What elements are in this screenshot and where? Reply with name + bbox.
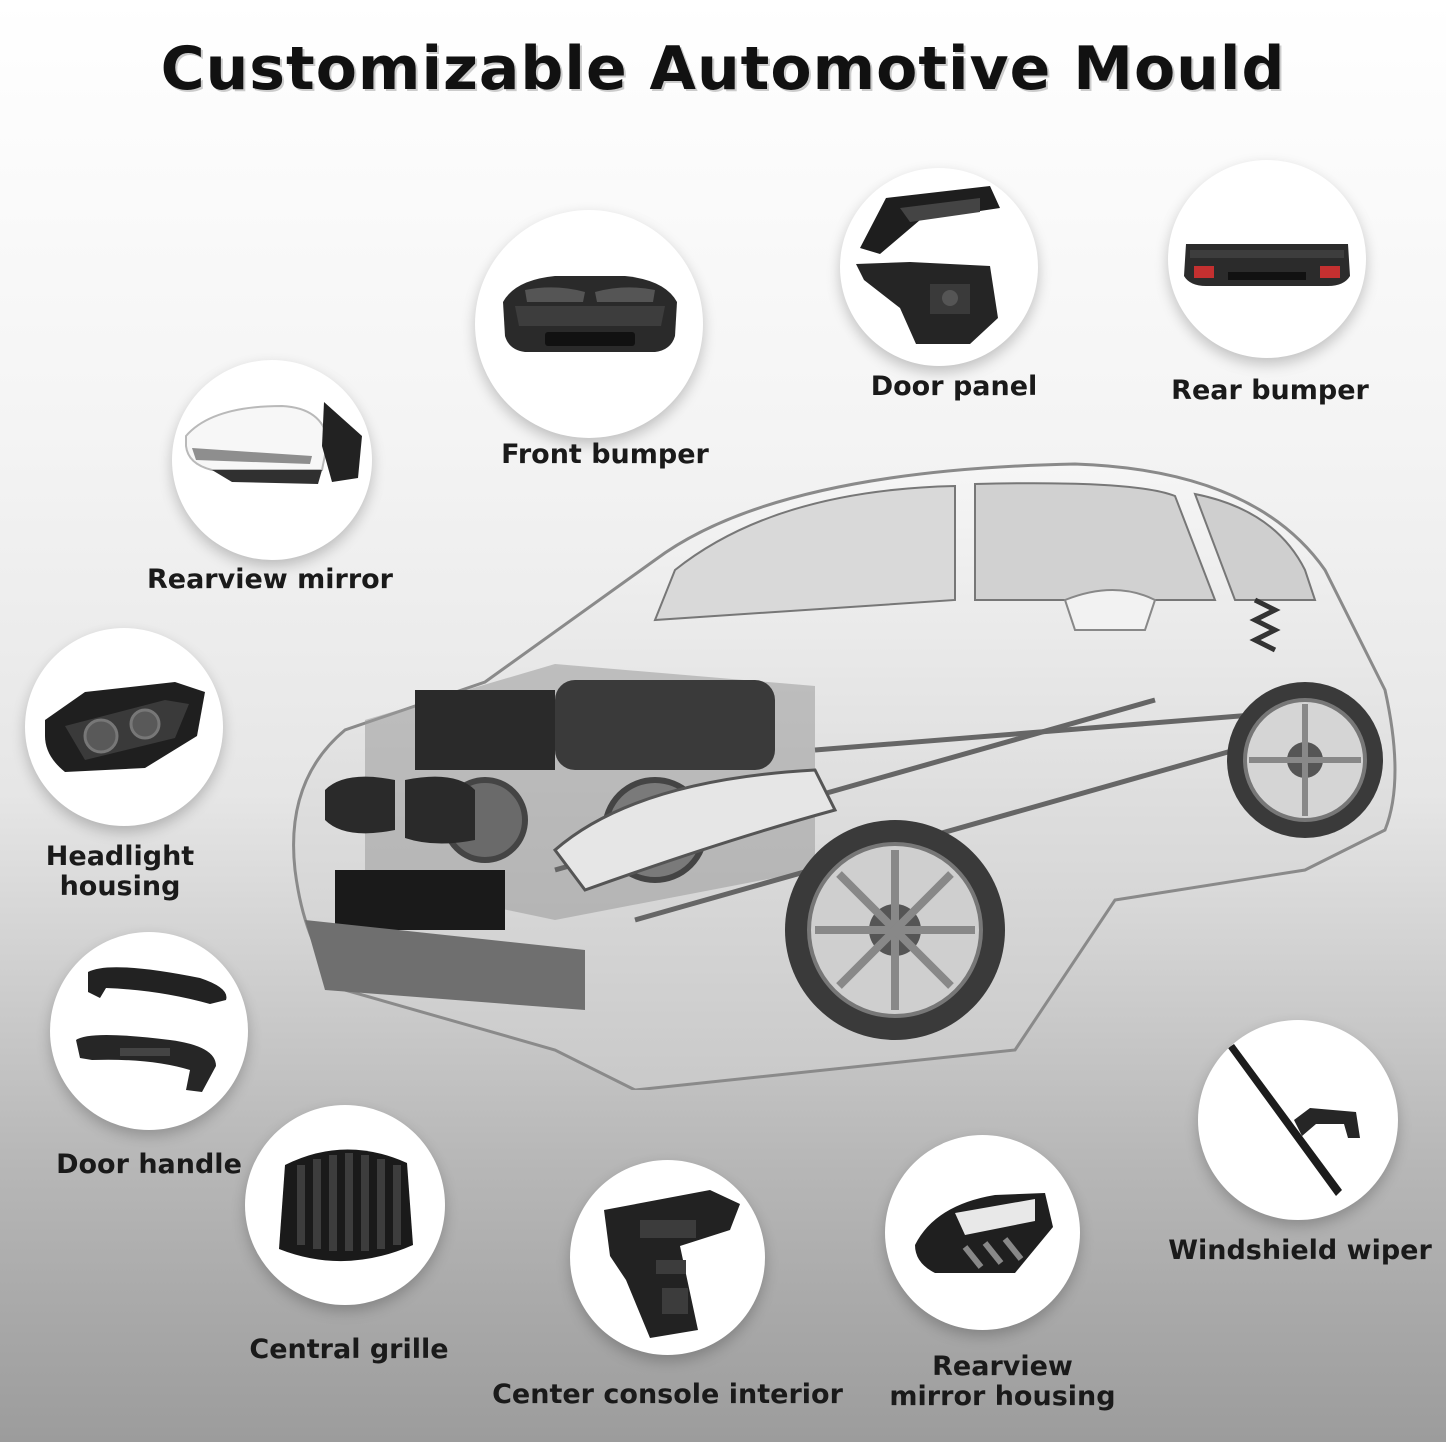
mirror-housing-line-1: Rearview [932,1351,1073,1382]
mirror-housing-icon [885,1135,1080,1330]
rear-bumper-label: Rear bumper [1171,375,1369,406]
door-panel-icon [840,168,1038,366]
center-console-icon [570,1160,765,1355]
mirror-housing-label: Rearview mirror housing [870,1352,1135,1412]
headlight-housing-label: Headlight housing [20,842,220,902]
central-grille-label: Central grille [249,1334,449,1365]
page-title: Customizable Automotive Mould [160,34,1286,104]
door-handle-icon [50,932,248,1130]
front-bumper-label: Front bumper [501,439,709,470]
front-bumper-icon [475,210,703,438]
rear-bumper-icon [1168,160,1366,358]
windshield-wiper-icon [1198,1020,1398,1220]
rearview-mirror-icon [172,360,372,560]
door-panel-label: Door panel [870,371,1038,402]
door-handle-label: Door handle [56,1149,242,1180]
headlight-line-1: Headlight [45,841,195,872]
rearview-mirror-label: Rearview mirror [146,564,394,595]
mirror-housing-line-2: mirror housing [889,1381,1116,1412]
windshield-wiper-label: Windshield wiper [1168,1235,1432,1266]
car-cutaway-illustration [292,462,1397,1090]
headlight-line-2: housing [59,871,181,902]
headlight-housing-icon [25,628,223,826]
center-console-label: Center console interior [492,1379,843,1410]
central-grille-icon [245,1105,445,1305]
